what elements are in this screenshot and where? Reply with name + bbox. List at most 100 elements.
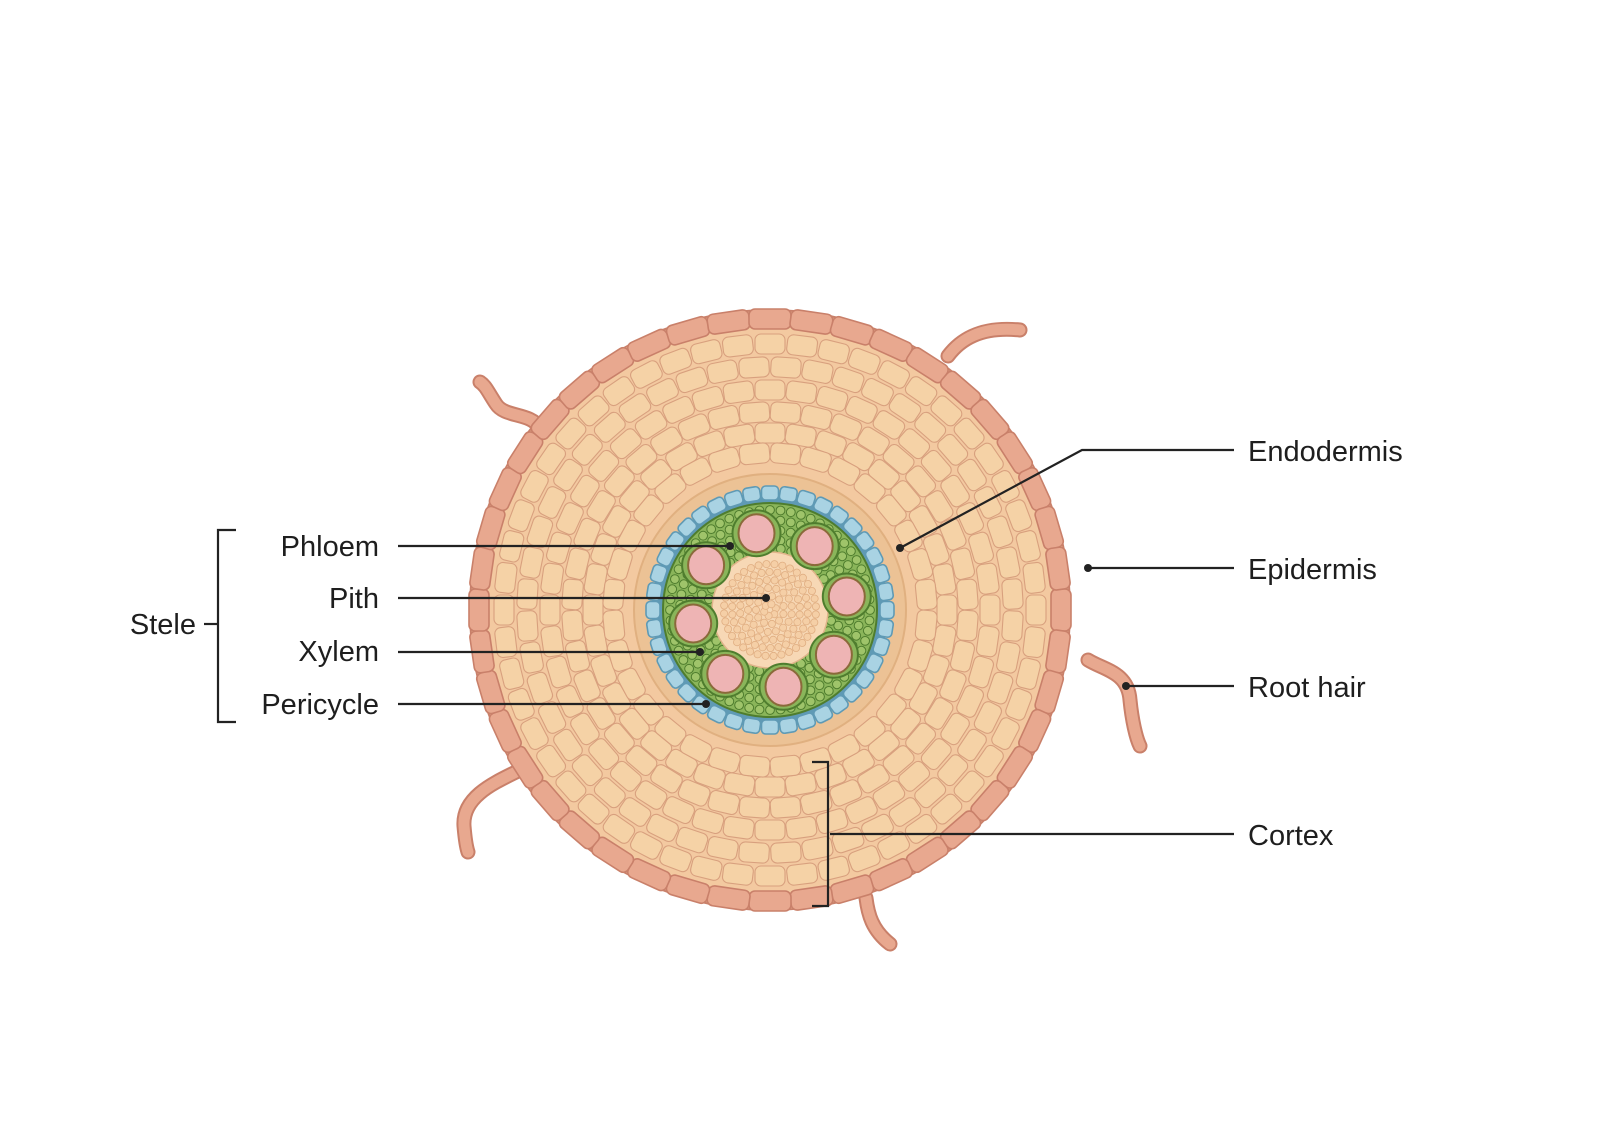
- cortex-cell: [722, 816, 755, 840]
- cortex-cell: [606, 548, 633, 581]
- cortex-label: Cortex: [1248, 820, 1334, 852]
- xylem-vessel: [687, 545, 726, 586]
- cortex-cell: [769, 754, 802, 778]
- cortex-cell: [634, 410, 668, 440]
- cortex-cell: [845, 796, 878, 825]
- cortex-layer: [493, 333, 1047, 887]
- root-hair: [458, 764, 526, 858]
- endodermis-cell: [872, 563, 891, 584]
- endodermis-cell: [742, 717, 762, 735]
- pith-cell: [767, 600, 776, 609]
- endodermis-cell: [649, 563, 668, 584]
- cortex-cell: [618, 393, 652, 423]
- cortex-cell: [857, 764, 890, 794]
- cortex-cell: [877, 831, 910, 860]
- cortex-cell: [831, 366, 865, 394]
- endodermis-cell: [854, 531, 875, 552]
- cortex-cell: [493, 594, 515, 626]
- pith-cell: [728, 579, 737, 588]
- cortex-cell: [507, 499, 535, 533]
- cortex-cell: [829, 413, 863, 441]
- cortex-cell: [494, 561, 518, 594]
- pith-cell: [795, 610, 804, 619]
- endodermis-cell: [872, 636, 891, 657]
- cortex-cell: [738, 442, 771, 466]
- cortex-cell: [817, 855, 850, 881]
- cortex-cell: [815, 385, 849, 412]
- cortex-cell: [675, 826, 709, 854]
- endodermis-cell: [760, 485, 780, 501]
- epidermis-cell: [468, 588, 490, 632]
- cortex-cell: [853, 473, 886, 504]
- cortex-cell: [956, 578, 979, 611]
- vascular-cell: [785, 517, 796, 528]
- xylem-vessel: [814, 634, 853, 675]
- cortex-cell: [949, 639, 976, 673]
- vascular-cell: [839, 538, 850, 548]
- leader-dots: [696, 542, 1130, 708]
- epidermis-dot: [1084, 564, 1092, 572]
- cortex-cell: [707, 789, 741, 816]
- vascular-cell: [724, 513, 735, 524]
- cortex-cell: [662, 395, 695, 424]
- pith-cell: [779, 623, 788, 632]
- epidermis-cell: [1050, 588, 1072, 632]
- leader-lines: [204, 448, 1234, 908]
- pith-cell: [728, 632, 737, 641]
- pith-cell: [744, 637, 753, 646]
- vascular-cell: [853, 620, 864, 631]
- cortex-cell: [799, 404, 833, 431]
- vascular-cell: [665, 594, 676, 605]
- pith-cell: [792, 644, 801, 653]
- cortex-cell: [545, 655, 572, 689]
- cortex-cell: [706, 836, 739, 861]
- cortex-cell: [801, 836, 834, 861]
- pith-cell: [744, 605, 753, 614]
- epidermis-cell: [748, 890, 792, 912]
- endodermis-cell: [706, 704, 728, 724]
- endodermis-cell: [649, 636, 668, 657]
- vascular-cell: [706, 524, 717, 534]
- cortex-cell: [937, 754, 969, 787]
- cortex-cell: [940, 474, 970, 508]
- cortex-cell: [539, 594, 561, 626]
- cortex-cell: [520, 717, 549, 750]
- endodermis-cell: [760, 719, 780, 735]
- pith-cell: [757, 568, 766, 577]
- pith-cell: [754, 598, 763, 607]
- pith-cell: [803, 632, 812, 641]
- cortex-cell: [537, 486, 567, 519]
- cortex-cell: [602, 376, 636, 407]
- pith-cell: [798, 573, 807, 582]
- pith-cell: [792, 568, 801, 577]
- endodermis-cell: [778, 717, 798, 735]
- cortex-cell: [898, 428, 931, 460]
- vascular-cell: [724, 696, 735, 707]
- vascular-cell: [754, 704, 765, 715]
- pith-cell: [766, 644, 775, 653]
- cortex-cell: [738, 841, 770, 864]
- cortex-cell: [827, 457, 861, 486]
- pith-cell: [760, 618, 769, 627]
- pith-cell: [779, 602, 788, 611]
- cortex-cell: [785, 380, 818, 404]
- cortex-cell: [650, 764, 683, 794]
- cortex-cell: [786, 862, 819, 886]
- cortex-cell: [904, 813, 938, 844]
- endodermis-cell: [842, 517, 863, 538]
- cortex-cell: [677, 779, 711, 807]
- pith-cell: [793, 580, 802, 589]
- cortex-cell: [986, 671, 1014, 705]
- pith-cell: [776, 634, 785, 643]
- cortex-cell: [617, 667, 646, 701]
- cortex-cell: [520, 470, 549, 503]
- cortex-cell: [570, 474, 600, 508]
- endodermis-cell: [645, 582, 663, 602]
- cortex-cell: [738, 796, 771, 819]
- cortex-cell: [536, 744, 567, 778]
- endodermis-cell: [645, 618, 663, 638]
- cortex-cell: [602, 578, 626, 611]
- cortex-cell: [602, 609, 626, 642]
- cortex-cell: [957, 458, 987, 492]
- cortex-cell: [801, 359, 834, 384]
